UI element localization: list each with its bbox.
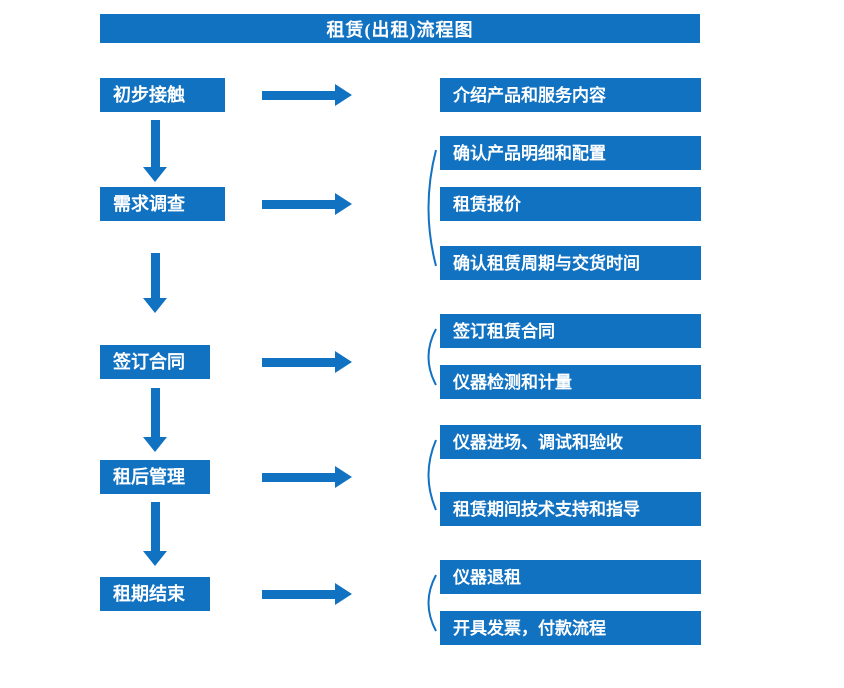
detail-box: 签订租赁合同 xyxy=(440,314,701,348)
arrow-down-icon xyxy=(143,120,167,182)
arrow-shaft xyxy=(150,120,160,167)
arrow-head xyxy=(335,193,352,215)
arrow-right-icon xyxy=(262,466,352,488)
arrow-head xyxy=(143,437,167,452)
arrow-head xyxy=(143,551,167,566)
arrow-down-icon xyxy=(143,388,167,452)
arrow-right-icon xyxy=(262,351,352,373)
arrow-shaft xyxy=(262,472,335,482)
bracket-curve xyxy=(420,438,438,512)
bracket-curve xyxy=(420,148,438,268)
arrow-shaft xyxy=(262,357,335,367)
stage-box-4: 租后管理 xyxy=(100,460,210,494)
arrow-shaft xyxy=(262,589,335,599)
arrow-shaft xyxy=(262,90,335,100)
detail-box: 介绍产品和服务内容 xyxy=(440,78,701,112)
stage-box-2: 需求调查 xyxy=(100,187,225,221)
arrow-down-icon xyxy=(143,253,167,313)
stage-box-1: 初步接触 xyxy=(100,78,225,112)
detail-box: 租赁期间技术支持和指导 xyxy=(440,492,701,526)
flowchart-title: 租赁(出租)流程图 xyxy=(100,14,700,43)
arrow-head xyxy=(335,583,352,605)
arrow-shaft xyxy=(262,199,335,209)
arrow-shaft xyxy=(150,388,160,437)
detail-box: 仪器退租 xyxy=(440,560,701,594)
arrow-right-icon xyxy=(262,583,352,605)
arrow-head xyxy=(143,167,167,182)
arrow-right-icon xyxy=(262,84,352,106)
detail-box: 仪器进场、调试和验收 xyxy=(440,425,701,459)
arrow-shaft xyxy=(150,502,160,551)
bracket-curve xyxy=(420,327,438,387)
arrow-down-icon xyxy=(143,502,167,566)
stage-box-3: 签订合同 xyxy=(100,345,210,379)
detail-box: 确认租赁周期与交货时间 xyxy=(440,246,701,280)
detail-box: 租赁报价 xyxy=(440,187,701,221)
bracket-curve xyxy=(420,573,438,633)
arrow-head xyxy=(143,298,167,313)
arrow-shaft xyxy=(150,253,160,298)
arrow-head xyxy=(335,466,352,488)
arrow-head xyxy=(335,351,352,373)
arrow-head xyxy=(335,84,352,106)
arrow-right-icon xyxy=(262,193,352,215)
detail-box: 仪器检测和计量 xyxy=(440,365,701,399)
detail-box: 确认产品明细和配置 xyxy=(440,136,701,170)
stage-box-5: 租期结束 xyxy=(100,577,210,611)
detail-box: 开具发票，付款流程 xyxy=(440,611,701,645)
